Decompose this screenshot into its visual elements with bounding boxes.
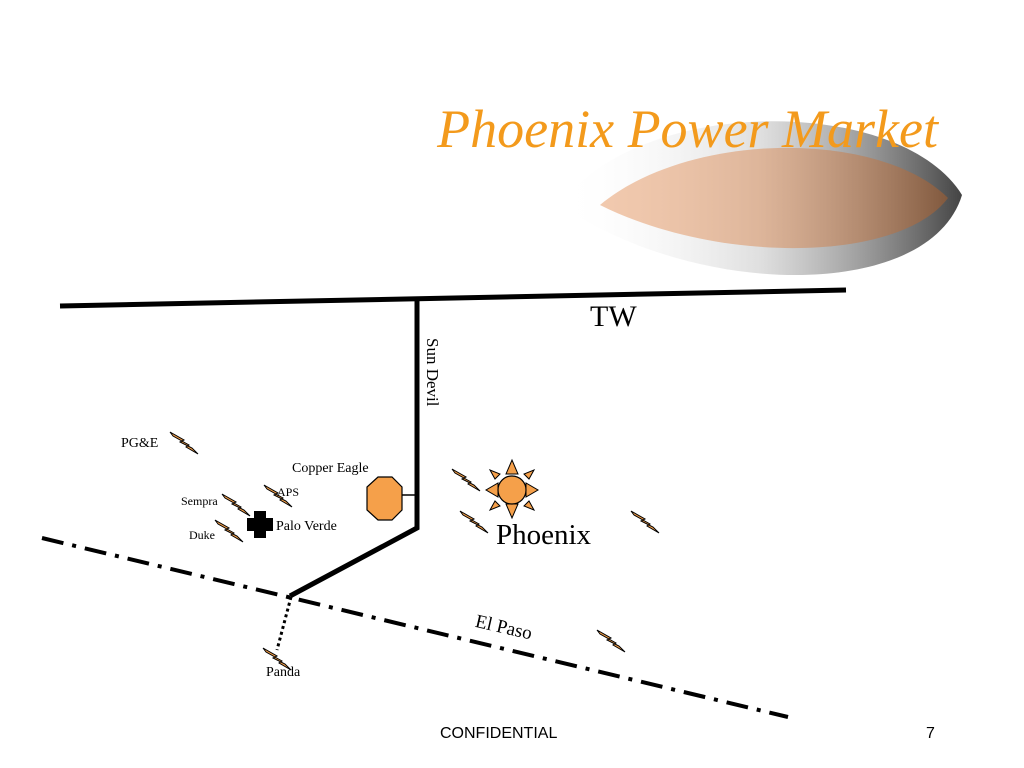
- lightning-bolt-icon: [451, 468, 481, 492]
- lightning-bolt-icon: [262, 647, 292, 671]
- duke-label: Duke: [189, 528, 215, 542]
- aps-label: APS: [277, 485, 300, 499]
- slide-title: Phoenix Power Market: [437, 99, 938, 159]
- sun-devil-pipeline-label: Sun Devil: [423, 338, 442, 407]
- sempra-label: Sempra: [181, 494, 218, 508]
- lightning-bolt-icon: [263, 484, 293, 508]
- palo-verde-cross-icon: [247, 511, 273, 538]
- lightning-bolt-icon: [596, 629, 626, 653]
- lightning-bolt-icon: [169, 431, 199, 455]
- sun-devil-pipeline: [288, 298, 420, 599]
- tw-pipeline-label: TW: [590, 300, 637, 333]
- panda-connector-line: [275, 596, 293, 651]
- lightning-bolt-icon: [630, 510, 660, 534]
- copper-eagle-octagon-icon: [366, 476, 403, 521]
- lightning-bolt-icon: [214, 519, 244, 543]
- footer-confidential: CONFIDENTIAL: [440, 725, 558, 742]
- lightning-bolt-icon: [221, 493, 251, 517]
- palo-verde-label: Palo Verde: [276, 519, 337, 534]
- page-number: 7: [926, 725, 935, 742]
- panda-label: Panda: [266, 665, 301, 680]
- phoenix-label: Phoenix: [496, 519, 592, 551]
- tw-pipeline: [59, 287, 847, 309]
- phoenix-sun-icon: [485, 458, 539, 520]
- el-paso-pipeline: [41, 536, 789, 719]
- lightning-bolt-icon: [459, 510, 489, 534]
- pge-label: PG&E: [121, 436, 159, 451]
- copper-eagle-label: Copper Eagle: [292, 461, 369, 476]
